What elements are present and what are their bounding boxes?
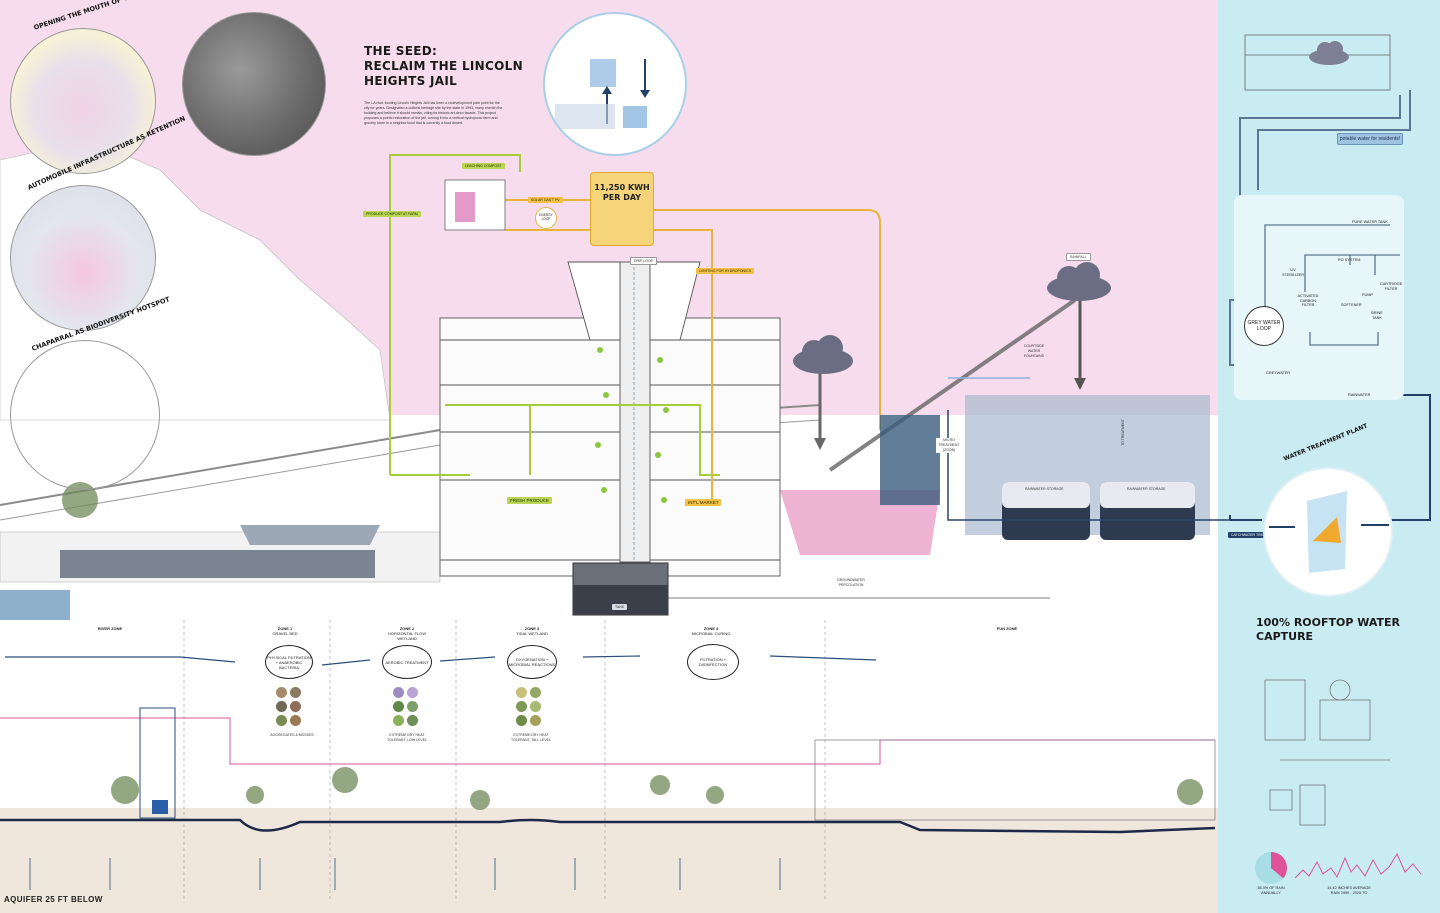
energy-loop-badge: ENERGY LOOP (535, 207, 557, 229)
pie-label: 36.3% OF RAIN ANNUALLY (1257, 886, 1285, 895)
label-cartridge-filter: CARTRIDGE FILTER (1380, 282, 1403, 291)
rainfall-line-chart (1295, 852, 1422, 879)
water-treatment-plant (1263, 467, 1393, 597)
label-pure-water-tank: PURE WATER TANK (1352, 220, 1388, 224)
tag-rain-storage-1: RAINWATER STORAGE (1025, 487, 1064, 491)
tag-leaching-compost: LEACHING COMPOST (462, 163, 505, 169)
tag-rain-storage-2: RAINWATER STORAGE (1127, 487, 1166, 491)
zone-fun: FUN ZONE (996, 626, 1018, 631)
rain-cloud-icon (1047, 262, 1111, 301)
plant-swatches-2 (393, 687, 418, 726)
tag-tank: TANK (612, 604, 628, 610)
tag-drip-loop: DRIP LOOP (630, 257, 657, 265)
jail-building-section (439, 261, 781, 577)
material-swatches-1 (276, 687, 301, 726)
intro-paragraph: The LA river-fronting Lincoln Heights Ja… (364, 100, 503, 125)
tag-solar: SOLAR GAS'T PV (528, 197, 563, 203)
line-chart-label: 14.42 INCHES AVERAGE RAIN 1990 - 2025 TO (1327, 886, 1371, 895)
circle-retention-image (10, 185, 156, 331)
circle-chaparral-photo (10, 340, 160, 490)
plant-note-3: EXTREME DRY HEAT TOLERANT, TALL LEVEL (511, 733, 551, 742)
circle-hydroponic-detail (543, 12, 687, 156)
water-system-panel (1218, 0, 1440, 913)
label-softener: SOFTENER (1341, 303, 1362, 307)
cloud-icon (793, 335, 853, 374)
tag-to-treatment: TO TREATMENT (1120, 419, 1125, 446)
tag-rainfall: RAINFALL (1066, 253, 1091, 261)
tag-catchwater: CATCHWATER TREATMENT (1228, 532, 1281, 538)
label-pump: PUMP (1362, 293, 1373, 297)
process-physical-filtration: PHYSICAL FILTRATION + ANAEROBIC BACTERIA (265, 645, 313, 679)
circle-jail-photo (182, 12, 326, 156)
grey-water-loop: GREY WATER LOOP (1244, 306, 1284, 346)
zone-river: RIVER ZONE (97, 626, 123, 631)
tag-intl-market: INT'L MARKET (685, 499, 722, 506)
label-carbon-filter: ACTIVATED CARBON FILTER (1297, 294, 1319, 307)
tag-lighting: LIGHTING FOR HYDROPONICS (696, 268, 754, 274)
circle-arroyo-image (10, 28, 156, 174)
potable-water-badge: potable water for residents! (1337, 133, 1403, 145)
small-cloud-icon (1309, 41, 1349, 65)
ground-soil (0, 808, 1218, 913)
process-filtration-disinfection: FILTRATION + DISINFECTION (687, 644, 739, 680)
tag-fresh-produce: FRESH PRODUCE (507, 497, 553, 504)
label-uv-sterilizer: UV STERILIZER (1282, 268, 1304, 277)
process-aerobic: AEROBIC TREATMENT (382, 645, 432, 679)
label-ro-system: RO SYSTEM (1338, 258, 1361, 262)
rain-capture-pie (1255, 852, 1287, 884)
tag-micro-treatment: MICRO TREATMENT (ZOOB) (936, 438, 962, 453)
aquifer-label: AQUIFER 25 FT BELOW (4, 895, 103, 904)
rooftop-capture-title: 100% ROOFTOP WATER CAPTURE (1256, 616, 1401, 643)
plant-note-2: EXTREME DRY HEAT TOLERANT, LOW LEVEL (386, 733, 427, 742)
tag-fountains: COURTSIDE WATER FOUNTAINS (1023, 344, 1045, 358)
page-title: THE SEED: RECLAIM THE LINCOLN HEIGHTS JA… (364, 44, 523, 88)
label-greywater: GREYWATER (1266, 371, 1291, 375)
label-rainwater: RAINWATER (1348, 393, 1371, 397)
plant-swatches-3 (516, 687, 541, 726)
tag-groundwater: GROUNDWATER PERCOLATION (837, 578, 865, 587)
process-oxygenation: OXYGENATION + MICROBIAL REACTIONS (507, 645, 557, 679)
label-brine-tank: BRINE TANK (1371, 311, 1383, 320)
plant-note-1: AGGREGATES & MOSSES (270, 733, 314, 737)
tag-produce-compost: PRODUCE COMPOST AT FARM (363, 211, 421, 217)
